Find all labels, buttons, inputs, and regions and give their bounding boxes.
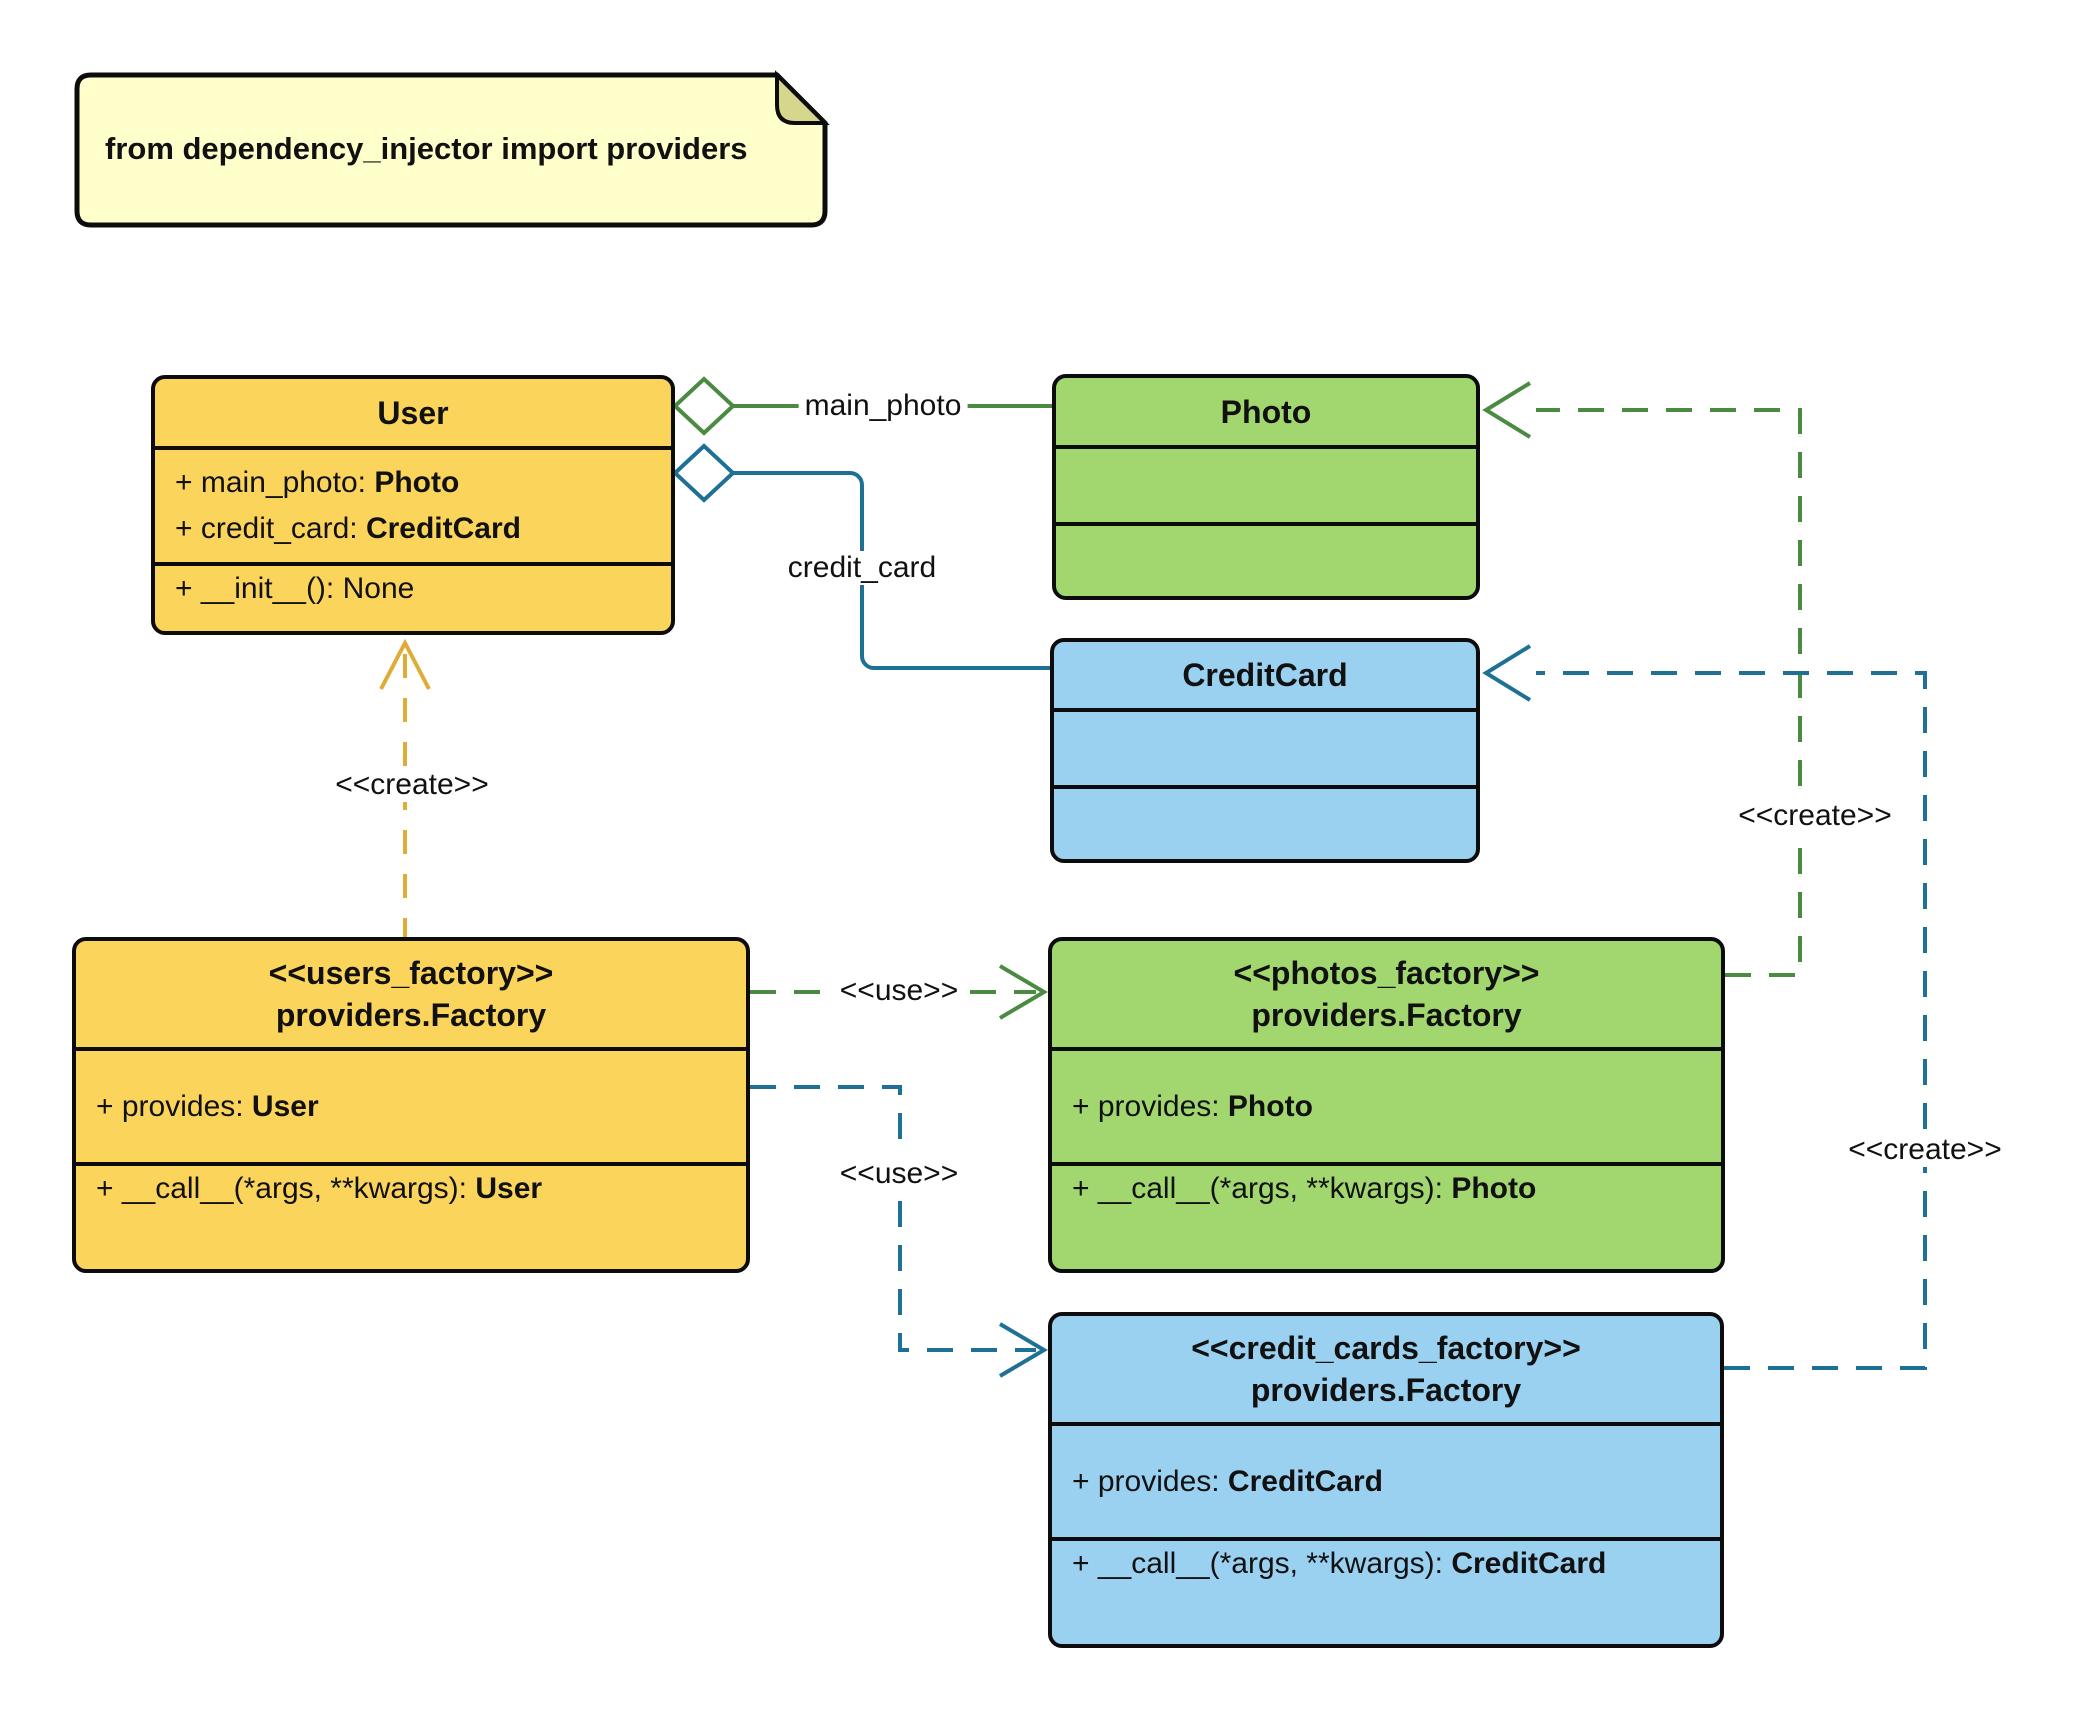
- edge-label-credit-card: credit_card: [781, 551, 943, 585]
- class-users-factory-title: <<users_factory>> providers.Factory: [76, 941, 746, 1051]
- class-user-attributes: + main_photo: Photo + credit_card: Credi…: [155, 450, 671, 566]
- class-name: providers.Factory: [1251, 997, 1522, 1033]
- attribute-row: + provides: Photo: [1072, 1089, 1313, 1123]
- class-users-factory: <<users_factory>> providers.Factory + pr…: [72, 937, 750, 1273]
- create-photos-line: [1536, 408, 1802, 977]
- class-user-methods: + __init__(): None: [155, 566, 671, 612]
- use-credit-cards-line: [750, 1085, 1036, 1352]
- class-name: Photo: [1220, 393, 1312, 430]
- class-photo-attributes: [1056, 449, 1476, 526]
- note-body: [74, 72, 828, 228]
- use-credit-cards-arrowhead: [998, 1322, 1048, 1378]
- note-fold-icon: [775, 70, 830, 125]
- class-name: CreditCard: [1182, 657, 1348, 693]
- attribute-row: + main_photo: Photo: [175, 466, 460, 499]
- class-name: providers.Factory: [1250, 1372, 1522, 1408]
- class-credit-cards-factory-title: <<credit_cards_factory>> providers.Facto…: [1052, 1316, 1720, 1426]
- class-credit-card-title: CreditCard: [1054, 642, 1476, 712]
- edge-label-use-credit-cards: <<use>>: [833, 1157, 965, 1191]
- class-credit-cards-factory-methods: + __call__(*args, **kwargs): CreditCard: [1052, 1541, 1720, 1587]
- class-photo-title: Photo: [1056, 378, 1476, 449]
- class-photo: Photo: [1052, 374, 1480, 600]
- method-row: + __init__(): None: [175, 572, 415, 605]
- attribute-row: + credit_card: CreditCard: [175, 512, 521, 545]
- method-row: + __call__(*args, **kwargs): CreditCard: [1072, 1547, 1607, 1580]
- edge-label-main-photo: main_photo: [798, 389, 968, 423]
- edge-label-use-photos: <<use>>: [833, 974, 965, 1008]
- class-users-factory-attributes: + provides: User: [76, 1051, 746, 1166]
- class-credit-card: CreditCard: [1050, 638, 1480, 863]
- attribute-row: + provides: User: [96, 1089, 319, 1123]
- class-credit-cards-factory-attributes: + provides: CreditCard: [1052, 1426, 1720, 1541]
- class-photos-factory-methods: + __call__(*args, **kwargs): Photo: [1052, 1166, 1721, 1212]
- class-stereotype: <<photos_factory>>: [1233, 955, 1540, 991]
- class-user: User + main_photo: Photo + credit_card: …: [151, 375, 675, 635]
- create-credit-cards-arrowhead: [1482, 644, 1532, 702]
- aggregation-diamond-credit-card: [672, 443, 736, 503]
- class-user-title: User: [155, 379, 671, 450]
- class-name: providers.Factory: [275, 997, 547, 1033]
- method-row: + __call__(*args, **kwargs): User: [96, 1172, 543, 1205]
- method-row: + __call__(*args, **kwargs): Photo: [1072, 1172, 1537, 1205]
- class-name: User: [377, 394, 449, 431]
- class-credit-cards-factory: <<credit_cards_factory>> providers.Facto…: [1048, 1312, 1724, 1648]
- edge-label-create-photo: <<create>>: [1732, 799, 1898, 833]
- class-credit-card-attributes: [1054, 712, 1476, 789]
- class-photos-factory: <<photos_factory>> providers.Factory + p…: [1048, 937, 1725, 1273]
- aggregation-diamond-main-photo: [672, 376, 736, 436]
- class-stereotype: <<credit_cards_factory>>: [1191, 1330, 1581, 1366]
- create-credit-cards-line: [1536, 671, 1927, 1370]
- attribute-row: + provides: CreditCard: [1072, 1464, 1383, 1498]
- class-users-factory-methods: + __call__(*args, **kwargs): User: [76, 1166, 746, 1212]
- note-shape: [74, 70, 830, 228]
- create-users-arrowhead: [379, 638, 431, 690]
- class-photos-factory-attributes: + provides: Photo: [1052, 1051, 1721, 1166]
- use-photos-arrowhead: [998, 964, 1048, 1020]
- edge-label-create-credit-card: <<create>>: [1842, 1133, 2008, 1167]
- edge-label-create-user: <<create>>: [329, 768, 495, 802]
- create-photos-arrowhead: [1482, 381, 1532, 439]
- class-stereotype: <<users_factory>>: [268, 955, 554, 991]
- note-text: from dependency_injector import provider…: [105, 131, 748, 166]
- class-photos-factory-title: <<photos_factory>> providers.Factory: [1052, 941, 1721, 1051]
